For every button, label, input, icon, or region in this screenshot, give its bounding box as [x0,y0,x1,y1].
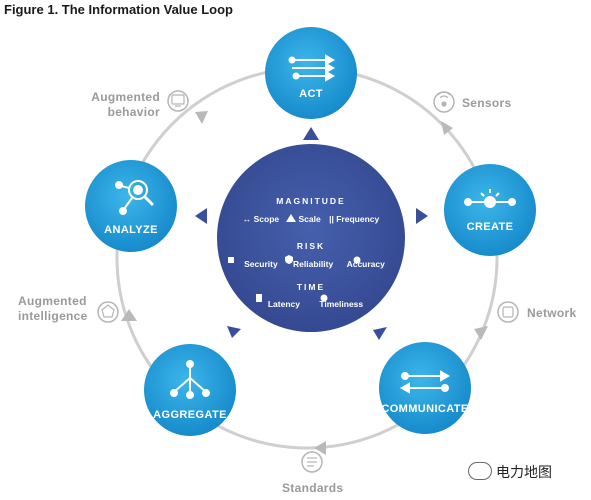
center-time-block: TIME Latency Timeliness [211,282,411,309]
latency-icon [256,294,262,302]
timeliness-icon [320,294,328,302]
augmented-behavior-icon [167,90,189,112]
reliability-icon [285,255,293,264]
pointer-communicate [373,327,387,340]
ring-arrow-behavior [195,111,208,124]
center-circle [217,144,405,332]
node-act [265,27,357,119]
create-label: CREATE [466,221,514,233]
scale-icon [286,214,296,222]
node-create [444,164,536,256]
center-magnitude-block: MAGNITUDE ↔ Scope Scale || Frequency [211,196,411,224]
communicate-label: COMMUNICATE [381,403,469,415]
ring-arrow-network [474,326,488,340]
act-arrows-icon [288,54,336,82]
analyze-magnifier-icon [115,180,155,215]
center-risk-block: RISK Security Reliability Accuracy [211,241,411,269]
communicate-link-icon [399,370,451,394]
ring-arrow-intelligence [121,309,137,321]
ring-arrows [121,111,488,455]
risk-heading: RISK [296,241,326,251]
accuracy-text: Accuracy [346,259,385,269]
scope-text: ↔ Scope [242,214,280,224]
augmented-intelligence-line1: Augmented [18,294,87,308]
risk-row: Security Reliability Accuracy [211,259,411,269]
augmented-intelligence-line2: intelligence [18,309,88,323]
ring-arrow-standards [314,441,326,455]
network-label: Network [527,306,577,320]
aggregate-tree-icon [170,360,210,399]
network-icon [497,301,519,323]
pointer-act [303,127,319,140]
figure-title: Figure 1. The Information Value Loop [4,2,233,17]
augmented-behavior-label: Augmented behavior [80,90,160,120]
time-row: Latency Timeliness [211,299,411,309]
pointer-analyze [195,208,207,224]
wechat-icon [468,462,492,480]
security-text: Security [244,259,278,269]
timeliness-text: Timeliness [319,299,364,309]
frequency-text: || Frequency [329,214,380,224]
center-icons [228,214,361,302]
act-label: ACT [299,88,323,100]
augmented-behavior-line2: behavior [107,105,160,119]
analyze-label: ANALYZE [104,224,158,236]
ring-arrow-sensors [441,121,453,135]
augmented-intelligence-icon [97,301,119,323]
sensors-label: Sensors [462,96,512,110]
inner-pointers [195,127,428,340]
time-heading: TIME [296,282,326,292]
latency-text: Latency [267,299,300,309]
create-sensor-icon [464,189,516,208]
augmented-behavior-line1: Augmented [91,90,160,104]
magnitude-row: ↔ Scope Scale || Frequency [211,214,411,224]
magnitude-heading: MAGNITUDE [276,196,346,206]
accuracy-icon [353,256,361,264]
standards-label: Standards [282,481,344,495]
watermark-text: 电力地图 [496,464,552,480]
aggregate-label: AGGREGATE [153,409,227,421]
security-icon [228,257,234,263]
pointer-create [416,208,428,224]
scale-text: Scale [298,214,321,224]
pointer-aggregate [227,326,241,338]
node-analyze [85,160,177,252]
reliability-text: Reliability [293,259,334,269]
augmented-intelligence-label: Augmented intelligence [18,294,88,324]
